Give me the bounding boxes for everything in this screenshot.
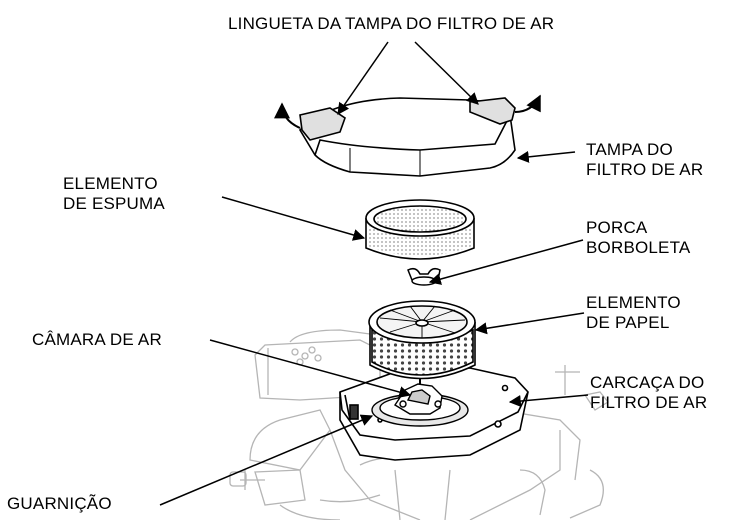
- label-housing-line1: CARCAÇA DO: [590, 373, 705, 392]
- leader-lines: [159, 41, 589, 506]
- foam-element: [365, 199, 475, 260]
- label-foam-line2: DE ESPUMA: [63, 194, 165, 213]
- air-filter-cover: [298, 97, 516, 177]
- label-paper-line1: ELEMENTO: [586, 293, 681, 312]
- paper-element: [368, 300, 476, 380]
- label-cover: TAMPA DO FILTRO DE AR: [586, 140, 703, 180]
- label-paper-line2: DE PAPEL: [586, 313, 670, 332]
- tab-curved-arrows: [274, 94, 541, 129]
- label-housing-line2: FILTRO DE AR: [590, 393, 708, 412]
- engine-ghost: [229, 329, 609, 520]
- label-foam-element: ELEMENTO DE ESPUMA: [63, 174, 165, 214]
- label-wing-nut: PORCA BORBOLETA: [586, 218, 690, 258]
- label-wing-nut-line2: BORBOLETA: [586, 238, 691, 257]
- label-cover-tab: LINGUETA DA TAMPA DO FILTRO DE AR: [228, 14, 555, 33]
- label-cover-line2: FILTRO DE AR: [586, 160, 704, 179]
- gasket-and-air-chamber: [371, 372, 469, 427]
- label-air-chamber: CÂMARA DE AR: [32, 330, 162, 349]
- label-gasket: GUARNIÇÃO: [7, 494, 112, 513]
- label-paper-element: ELEMENTO DE PAPEL: [586, 293, 681, 333]
- label-wing-nut-line1: PORCA: [586, 218, 648, 237]
- label-foam-line1: ELEMENTO: [63, 174, 158, 193]
- label-housing: CARCAÇA DO FILTRO DE AR: [590, 373, 707, 413]
- label-cover-line1: TAMPA DO: [586, 140, 673, 159]
- wing-nut: [407, 267, 441, 286]
